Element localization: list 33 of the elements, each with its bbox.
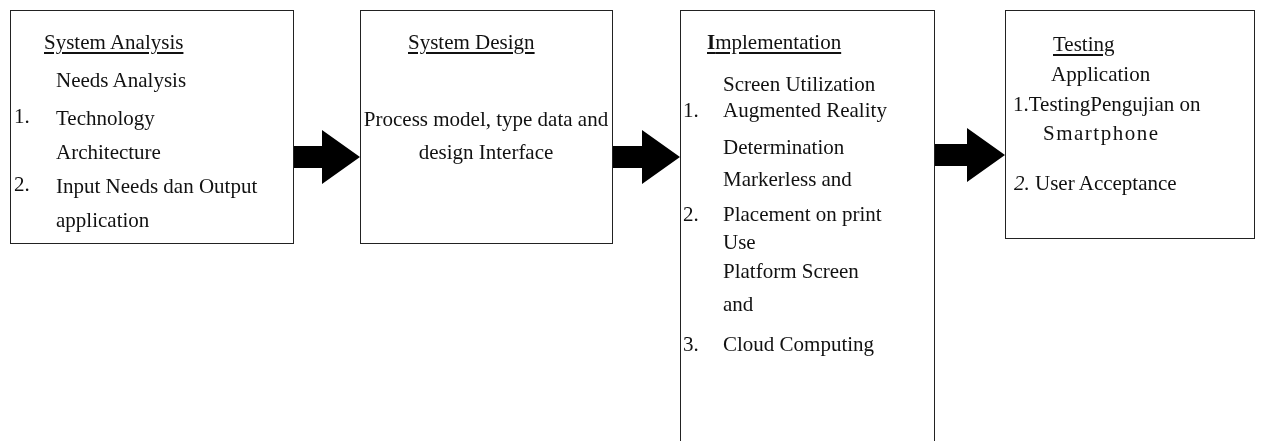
item-text: Screen Utilization [723,71,876,98]
item-text: Needs Analysis [56,67,187,94]
heading: System Analysis [44,29,184,56]
item-text: Markerless and [723,166,852,193]
item-text: Technology Architecture [56,105,162,166]
process-box [360,10,613,244]
heading: Implementation [707,29,842,56]
arrow [613,130,680,184]
item-text: Augmented Reality [723,97,887,124]
item-text: Use [723,229,756,256]
item-text: Cloud Computing [723,331,875,358]
item-text: 2. [683,201,699,228]
arrow [294,130,360,184]
heading: System Design [408,29,535,56]
item-text: 3. [683,331,699,358]
process-box [680,10,935,441]
item-text: Input Needs dan Output application [56,173,259,234]
item-text: Platform Screen [723,258,859,285]
item-text: 1.TestingPengujian on [1013,91,1201,118]
heading: Testing [1053,31,1115,58]
arrow [935,128,1005,182]
item-text: and [723,291,754,318]
item-text: Application [1051,61,1151,88]
process-box [10,10,294,244]
item-text: Process model, type data and design Interface [362,106,610,166]
item-text: Smartphone [1043,120,1160,147]
item-text: Placement on print [723,201,882,228]
item-text: 1. [683,97,699,124]
item-text: 1. [14,103,30,130]
process-box [1005,10,1255,239]
item-text: 2. [14,171,30,198]
item-text: 2. User Acceptance [1014,170,1177,197]
item-text: Determination [723,134,845,161]
